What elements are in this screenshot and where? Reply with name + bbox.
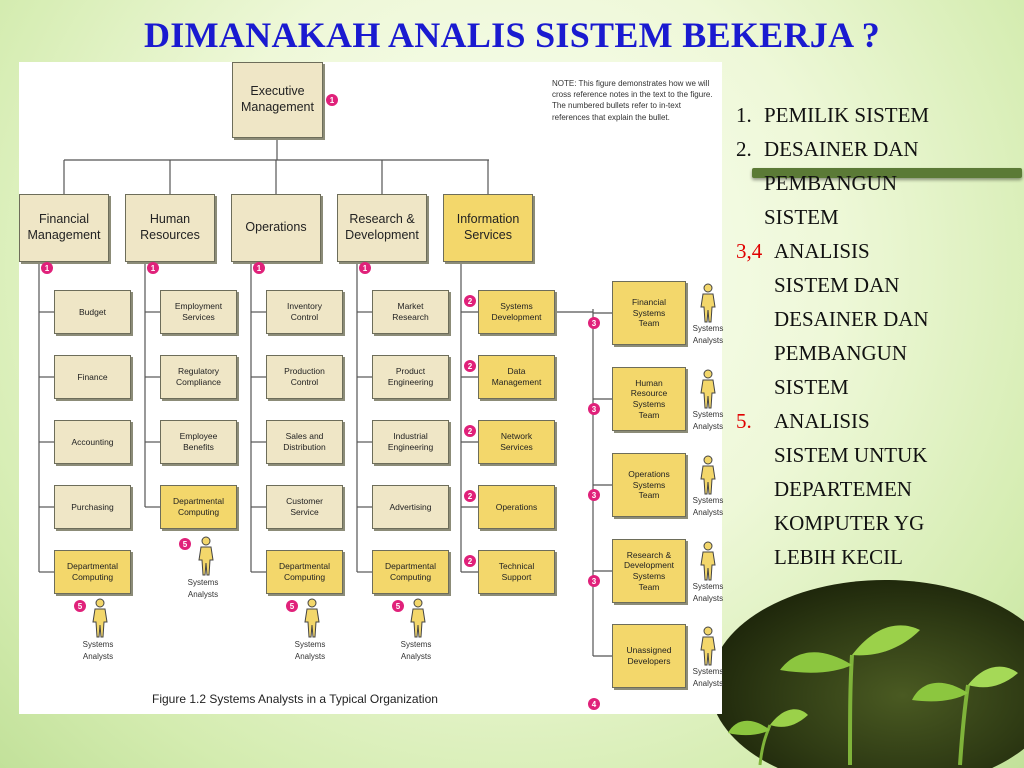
bullet-5-icon: 5 [179, 538, 191, 550]
figure-caption: Figure 1.2 Systems Analysts in a Typical… [152, 692, 438, 706]
role-list-number: 5. [736, 409, 752, 434]
role-list-item: 2. DESAINER DAN PEMBANGUN SISTEM [736, 132, 1020, 234]
systems-team-box: Unassigned Developers [612, 624, 686, 688]
sub-unit-box: Employment Services [160, 290, 237, 334]
bullet-1-icon: 1 [359, 262, 371, 274]
department-box: Operations [231, 194, 321, 262]
sub-unit-box: Product Engineering [372, 355, 449, 399]
role-list-item: 3,4 ANALISIS SISTEM DAN DESAINER DAN PEMB… [736, 234, 1020, 404]
sub-unit-box: Departmental Computing [160, 485, 237, 529]
systems-team-box: Operations Systems Team [612, 453, 686, 517]
systems-analyst-person-icon [198, 536, 214, 576]
role-list-item: 5. ANALISIS SISTEM UNTUK DEPARTEMEN KOMPU… [736, 404, 1020, 574]
info-services-unit-box: Systems Development [478, 290, 555, 334]
role-list: 1. PEMILIK SISTEM 2. DESAINER DAN PEMBANGUN… [736, 98, 1020, 574]
systems-analyst-person-icon [700, 369, 716, 409]
bullet-3-icon: 3 [588, 489, 600, 501]
systems-team-box: Research & Development Systems Team [612, 539, 686, 603]
department-box: Research & Development [337, 194, 427, 262]
role-list-text: ANALISIS SISTEM DAN DESAINER DAN PEMBANG… [774, 239, 929, 400]
sub-unit-box: Purchasing [54, 485, 131, 529]
bullet-1-icon: 1 [326, 94, 338, 106]
sub-unit-box: Accounting [54, 420, 131, 464]
systems-analysts-label: Systems Analysts [187, 578, 219, 599]
systems-analysts-label: Systems Analysts [692, 496, 724, 517]
bullet-2-icon: 2 [464, 295, 476, 307]
sub-unit-box: Regulatory Compliance [160, 355, 237, 399]
sub-unit-box: Inventory Control [266, 290, 343, 334]
bullet-1-icon: 1 [253, 262, 265, 274]
role-list-text: ANALISIS SISTEM UNTUK DEPARTEMEN KOMPUTE… [774, 409, 928, 570]
systems-analyst-person-icon [92, 598, 108, 638]
role-list-text: DESAINER DAN PEMBANGUN SISTEM [764, 137, 919, 230]
executive-management-box: Executive Management [232, 62, 323, 138]
systems-analyst-person-icon [304, 598, 320, 638]
systems-analysts-label: Systems Analysts [400, 640, 432, 661]
systems-analyst-person-icon [700, 283, 716, 323]
sub-unit-box: Production Control [266, 355, 343, 399]
bullet-3-icon: 3 [588, 317, 600, 329]
sub-unit-box: Advertising [372, 485, 449, 529]
sub-unit-box: Departmental Computing [372, 550, 449, 594]
role-list-number: 1. [736, 103, 752, 127]
sub-unit-box: Customer Service [266, 485, 343, 529]
department-box: Human Resources [125, 194, 215, 262]
role-list-number: 3,4 [736, 239, 763, 264]
role-list-text: PEMILIK SISTEM [764, 103, 930, 127]
bullet-3-icon: 3 [588, 575, 600, 587]
decorative-bar [752, 168, 1022, 178]
systems-analysts-label: Systems Analysts [692, 410, 724, 431]
systems-analysts-label: Systems Analysts [294, 640, 326, 661]
figure-note: NOTE: This figure demonstrates how we wi… [552, 79, 713, 122]
systems-analysts-label: Systems Analysts [692, 667, 724, 688]
bullet-1-icon: 1 [41, 262, 53, 274]
role-list-item: 1. PEMILIK SISTEM [736, 98, 1020, 132]
info-services-unit-box: Network Services [478, 420, 555, 464]
systems-team-box: Financial Systems Team [612, 281, 686, 345]
role-list-number: 2. [736, 137, 752, 162]
sub-unit-box: Industrial Engineering [372, 420, 449, 464]
systems-analyst-person-icon [410, 598, 426, 638]
bullet-4-icon: 4 [588, 698, 600, 710]
sub-unit-box: Market Research [372, 290, 449, 334]
bullet-1-icon: 1 [147, 262, 159, 274]
systems-team-box: Human Resource Systems Team [612, 367, 686, 431]
systems-analyst-person-icon [700, 626, 716, 666]
bullet-3-icon: 3 [588, 403, 600, 415]
systems-analyst-person-icon [700, 455, 716, 495]
systems-analyst-person-icon [700, 541, 716, 581]
systems-analysts-label: Systems Analysts [692, 324, 724, 345]
plant-sprout-image [710, 580, 1024, 768]
bullet-2-icon: 2 [464, 490, 476, 502]
bullet-2-icon: 2 [464, 360, 476, 372]
bullet-5-icon: 5 [74, 600, 86, 612]
org-chart-connectors [38, 138, 612, 657]
slide-title: DIMANAKAH ANALIS SISTEM BEKERJA ? [143, 15, 881, 55]
sub-unit-box: Finance [54, 355, 131, 399]
sub-unit-box: Budget [54, 290, 131, 334]
bullet-2-icon: 2 [464, 425, 476, 437]
systems-analysts-label: Systems Analysts [82, 640, 114, 661]
bullet-5-icon: 5 [392, 600, 404, 612]
sub-unit-box: Departmental Computing [266, 550, 343, 594]
info-services-unit-box: Technical Support [478, 550, 555, 594]
department-box: Financial Management [19, 194, 109, 262]
systems-analysts-label: Systems Analysts [692, 582, 724, 603]
department-box: Information Services [443, 194, 533, 262]
info-services-unit-box: Data Management [478, 355, 555, 399]
bullet-2-icon: 2 [464, 555, 476, 567]
sub-unit-box: Sales and Distribution [266, 420, 343, 464]
sub-unit-box: Departmental Computing [54, 550, 131, 594]
info-services-unit-box: Operations [478, 485, 555, 529]
sub-unit-box: Employee Benefits [160, 420, 237, 464]
bullet-5-icon: 5 [286, 600, 298, 612]
